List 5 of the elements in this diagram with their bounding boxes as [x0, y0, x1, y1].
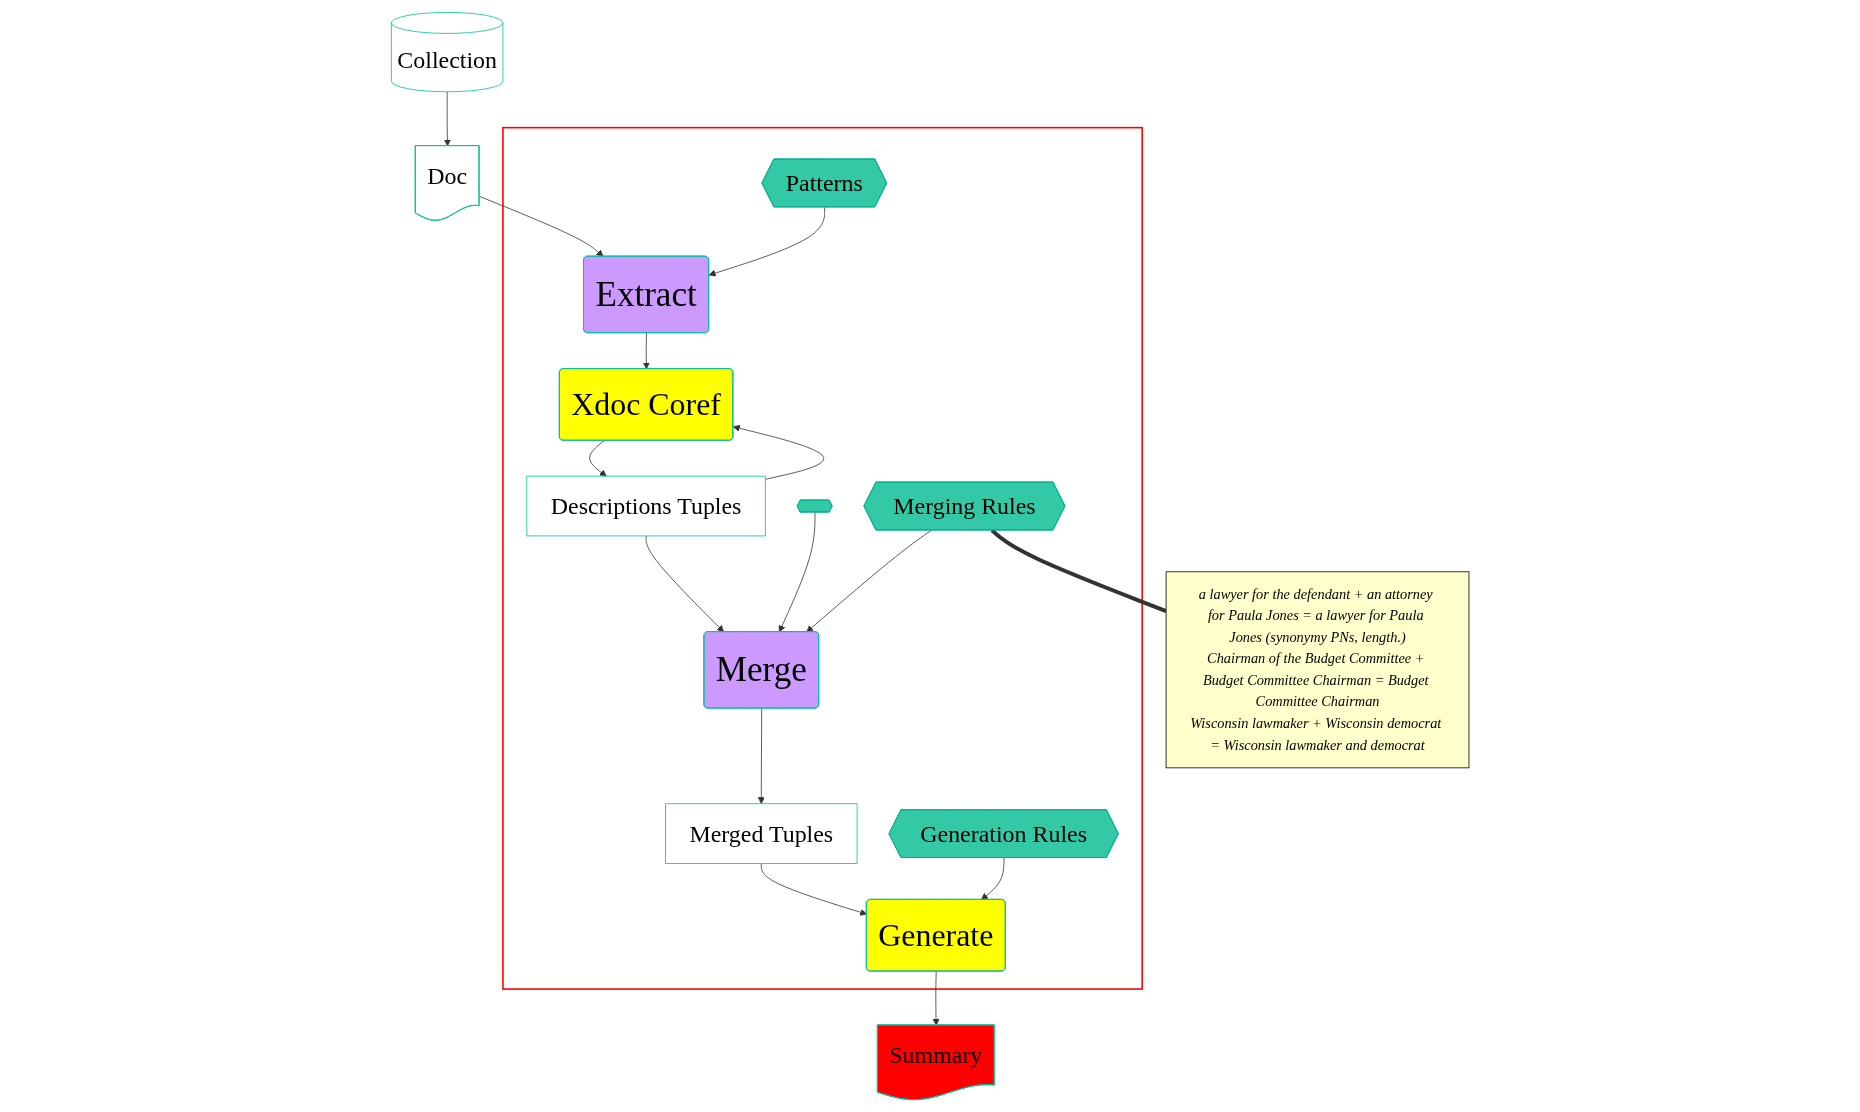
connector [990, 528, 1167, 613]
node-box [1165, 571, 1470, 769]
node-box [526, 475, 766, 537]
cluster [502, 126, 1143, 990]
node-box [664, 803, 858, 864]
